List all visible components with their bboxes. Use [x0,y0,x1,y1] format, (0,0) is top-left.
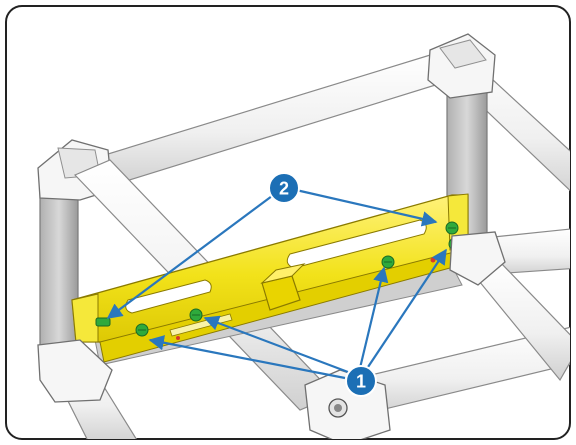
top-right-connector-face [439,39,487,69]
callout-label-2: 2 [279,179,289,199]
callout-2-arrow-left [106,195,273,319]
callout-2-arrow-right [295,188,438,227]
screw-icon [95,317,111,327]
screw-icon [445,221,459,235]
bottom-right-connector [449,231,506,286]
bottom-center-bolt-core [334,404,342,412]
bracket-left-tab [71,293,99,343]
frame-structure: 2 1 [37,33,570,439]
callout-1-arrow-1 [148,335,346,380]
screw-icon [135,323,149,337]
callout-1-arrow-4 [365,248,447,371]
screw-icon [381,255,395,269]
bottom-left-connector [37,339,113,403]
marker-dot [430,257,436,263]
callout-label-1: 1 [356,372,366,392]
callout-badge-1: 1 [345,365,377,397]
callout-badge-2: 2 [268,172,300,204]
screw-icon [189,308,203,322]
left-post [39,184,79,361]
callout-1-arrow-2 [203,315,349,374]
marker-dot [176,336,180,340]
center-clamp-top [260,263,306,284]
callout-1-arrow-3 [358,266,389,369]
